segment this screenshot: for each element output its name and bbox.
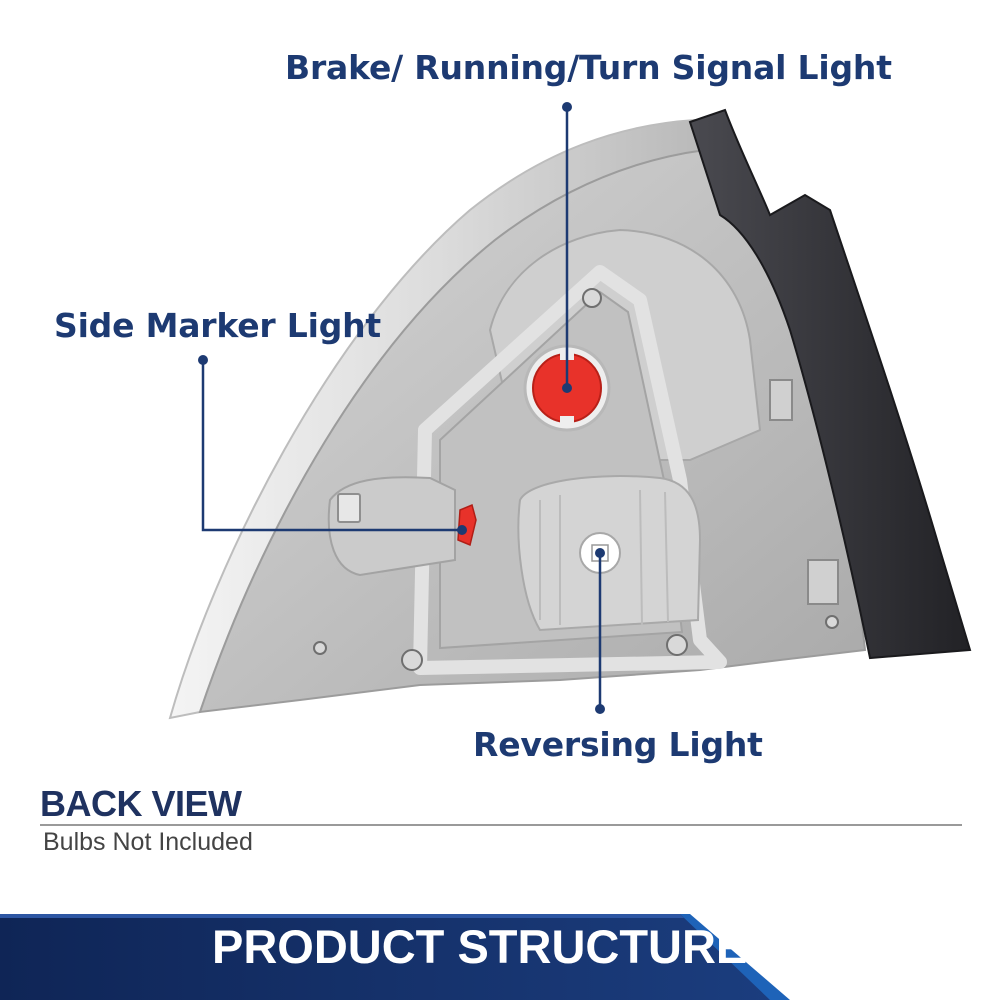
side-marker-clip bbox=[337, 493, 361, 523]
side-marker-socket bbox=[457, 503, 477, 547]
view-note: Bulbs Not Included bbox=[43, 828, 253, 856]
rubber-gasket bbox=[688, 108, 972, 660]
banner bbox=[0, 914, 1000, 1000]
mounting-studs bbox=[313, 288, 839, 671]
side-marker-label: Side Marker Light bbox=[54, 306, 381, 345]
banner-title: PRODUCT STRUCTURE bbox=[212, 920, 748, 973]
side-marker-housing bbox=[327, 476, 456, 577]
brake-light-label: Brake/ Running/Turn Signal Light bbox=[285, 48, 892, 87]
callout-dots bbox=[198, 102, 605, 714]
view-title: BACK VIEW bbox=[40, 783, 242, 824]
callout-lines bbox=[201, 107, 602, 709]
right-clip-1 bbox=[769, 379, 793, 421]
reversing-light-label: Reversing Light bbox=[473, 725, 763, 764]
banner-band bbox=[0, 914, 770, 1000]
banner-highlight bbox=[0, 914, 684, 918]
view-divider bbox=[40, 824, 962, 826]
right-clip-2 bbox=[807, 559, 839, 605]
